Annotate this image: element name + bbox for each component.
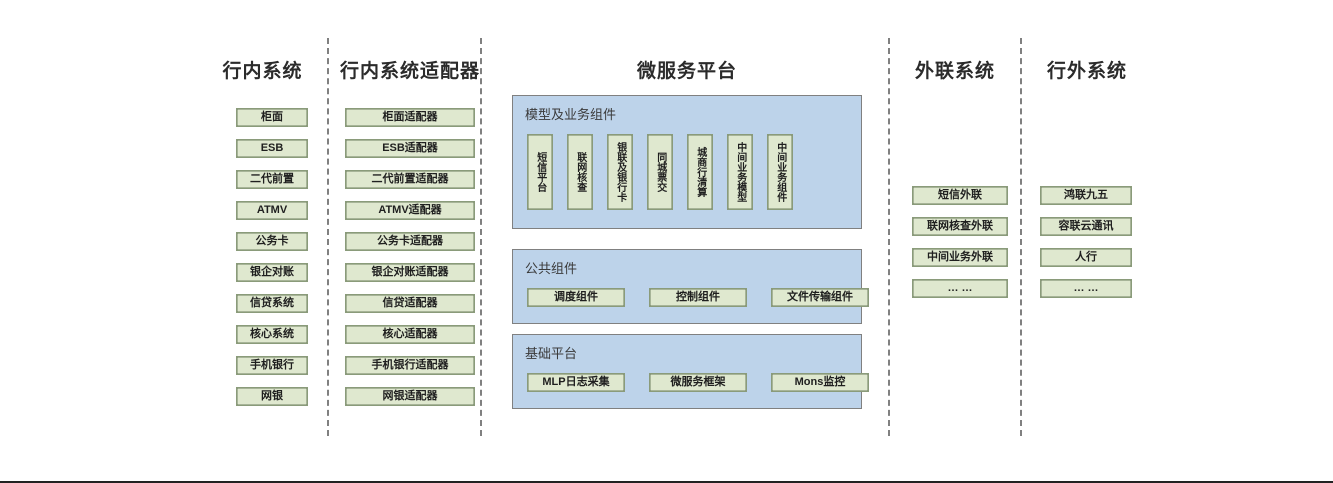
node-in-bank-system[interactable]: 核心系统 (236, 325, 308, 344)
column-title-microservice-platform: 微服务平台 (636, 61, 737, 82)
panel-base-platform: 基础平台 MLP日志采集 微服务框架 Mons监控 (512, 334, 869, 409)
node-off-bank-system[interactable]: … … (1040, 279, 1132, 298)
node-public-component[interactable]: 调度组件 (527, 288, 625, 307)
node-in-bank-adapter[interactable]: 核心适配器 (345, 325, 475, 344)
column-title-external-link-systems: 外联系统 (914, 61, 995, 82)
node-in-bank-system[interactable]: ESB (236, 139, 308, 158)
node-base-platform-component[interactable]: MLP日志采集 (527, 373, 625, 392)
column-divider-2 (480, 38, 482, 436)
column-list-external-link-systems: 短信外联 联网核查外联 中间业务外联 … … (912, 186, 1008, 298)
column-title-in-bank-adapters: 行内系统适配器 (340, 61, 481, 82)
node-off-bank-system[interactable]: 人行 (1040, 248, 1132, 267)
node-in-bank-system[interactable]: 信贷系统 (236, 294, 308, 313)
panel-title-base-platform: 基础平台 (525, 346, 578, 361)
node-in-bank-system[interactable]: 二代前置 (236, 170, 308, 189)
node-in-bank-system[interactable]: 手机银行 (236, 356, 308, 375)
column-divider-1 (327, 38, 329, 436)
node-in-bank-adapter[interactable]: 信贷适配器 (345, 294, 475, 313)
node-in-bank-adapter[interactable]: 公务卡适配器 (345, 232, 475, 251)
node-in-bank-system[interactable]: 网银 (236, 387, 308, 406)
node-in-bank-adapter[interactable]: 柜面适配器 (345, 108, 475, 127)
node-model-component[interactable]: 同城票交 (647, 134, 673, 210)
node-in-bank-adapter[interactable]: 手机银行适配器 (345, 356, 475, 375)
node-external-link-system[interactable]: 中间业务外联 (912, 248, 1008, 267)
node-model-component[interactable]: 联网核查 (567, 134, 593, 210)
node-public-component[interactable]: 控制组件 (649, 288, 747, 307)
node-external-link-system[interactable]: 短信外联 (912, 186, 1008, 205)
panel-row-base-platform: MLP日志采集 微服务框架 Mons监控 (527, 373, 869, 392)
panel-title-public-components: 公共组件 (525, 261, 578, 276)
column-list-off-bank-systems: 鸿联九五 容联云通讯 人行 … … (1040, 186, 1132, 298)
node-in-bank-system[interactable]: 柜面 (236, 108, 308, 127)
node-model-component[interactable]: 中间业务组件 (767, 134, 793, 210)
node-base-platform-component[interactable]: Mons监控 (771, 373, 869, 392)
column-divider-3 (888, 38, 890, 436)
panel-model-business-components: 模型及业务组件 短信平台 联网核查 银联及银行卡 同城票交 城商行清算 中间业务… (512, 95, 862, 229)
node-model-component[interactable]: 短信平台 (527, 134, 553, 210)
node-in-bank-adapter[interactable]: ATMV适配器 (345, 201, 475, 220)
panel-title-model-business-components: 模型及业务组件 (525, 107, 617, 122)
node-model-component[interactable]: 中间业务模型 (727, 134, 753, 210)
node-off-bank-system[interactable]: 鸿联九五 (1040, 186, 1132, 205)
column-title-off-bank-systems: 行外系统 (1046, 61, 1127, 82)
node-in-bank-adapter[interactable]: 二代前置适配器 (345, 170, 475, 189)
node-public-component[interactable]: 文件传输组件 (771, 288, 869, 307)
column-title-in-bank-systems: 行内系统 (222, 61, 303, 82)
node-in-bank-adapter[interactable]: 网银适配器 (345, 387, 475, 406)
node-in-bank-adapter[interactable]: ESB适配器 (345, 139, 475, 158)
column-list-in-bank-systems: 柜面 ESB 二代前置 ATMV 公务卡 银企对账 信贷系统 核心系统 手机银行… (236, 108, 308, 406)
node-in-bank-system[interactable]: ATMV (236, 201, 308, 220)
node-in-bank-system[interactable]: 公务卡 (236, 232, 308, 251)
node-model-component[interactable]: 城商行清算 (687, 134, 713, 210)
node-external-link-system[interactable]: 联网核查外联 (912, 217, 1008, 236)
column-list-in-bank-adapters: 柜面适配器 ESB适配器 二代前置适配器 ATMV适配器 公务卡适配器 银企对账… (345, 108, 475, 406)
column-divider-4 (1020, 38, 1022, 436)
panel-public-components: 公共组件 调度组件 控制组件 文件传输组件 (512, 249, 869, 324)
node-in-bank-system[interactable]: 银企对账 (236, 263, 308, 282)
node-off-bank-system[interactable]: 容联云通讯 (1040, 217, 1132, 236)
node-base-platform-component[interactable]: 微服务框架 (649, 373, 747, 392)
node-model-component[interactable]: 银联及银行卡 (607, 134, 633, 210)
panel-row-model-business-components: 短信平台 联网核查 银联及银行卡 同城票交 城商行清算 中间业务模型 中间业务组… (527, 134, 793, 210)
panel-row-public-components: 调度组件 控制组件 文件传输组件 (527, 288, 869, 307)
node-in-bank-adapter[interactable]: 银企对账适配器 (345, 263, 475, 282)
node-external-link-system[interactable]: … … (912, 279, 1008, 298)
